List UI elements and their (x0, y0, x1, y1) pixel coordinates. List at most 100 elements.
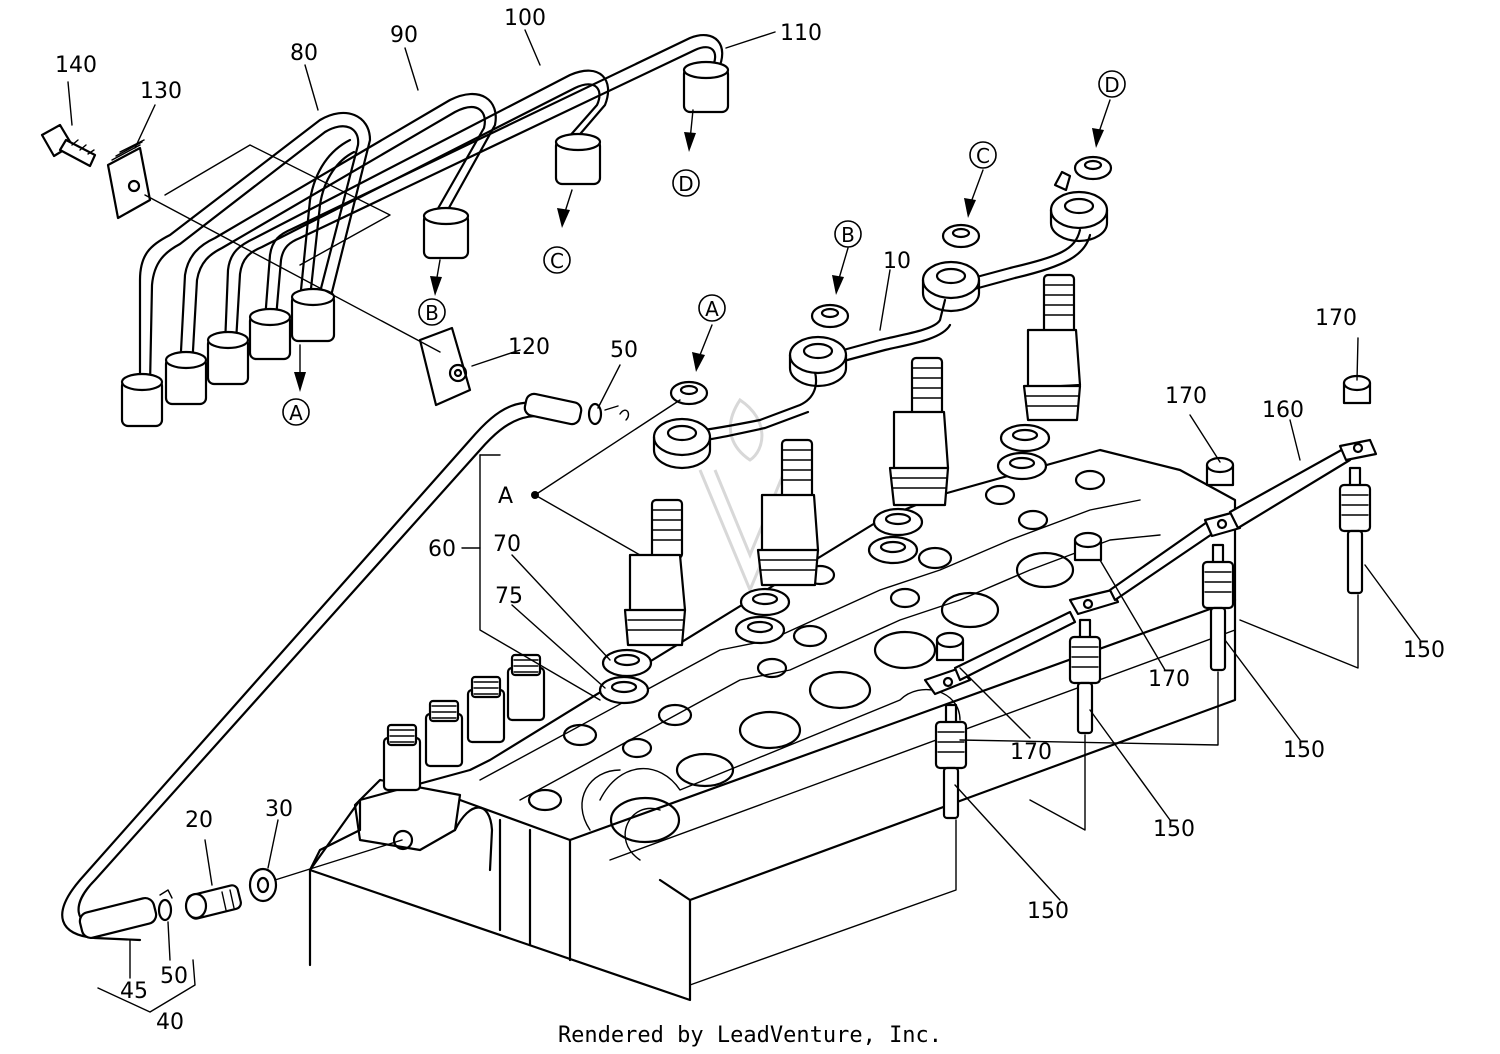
ref-marker-A2: A (698, 294, 726, 322)
seal-75-4 (996, 451, 1048, 481)
injector-1 (623, 498, 687, 647)
pipe-nut-pump-4 (248, 307, 292, 361)
injector-seals (598, 423, 1051, 705)
callout-labels: 140 130 80 90 100 110 120 50 10 170 170 … (55, 6, 1445, 1035)
seal-75-3 (867, 535, 919, 565)
callout-130: 130 (140, 79, 182, 104)
seal-75-2 (734, 615, 786, 645)
pipe-nut-top-1 (669, 380, 709, 406)
nut-170-3 (1205, 456, 1235, 487)
callout-170-lower: 170 (1010, 740, 1052, 765)
callout-150-mid-left: 150 (1153, 817, 1195, 842)
callout-140: 140 (55, 53, 97, 78)
glow-plug-3 (1201, 543, 1235, 672)
callout-30: 30 (265, 797, 293, 822)
callout-160: 160 (1262, 398, 1304, 423)
glow-plug-2 (1068, 618, 1102, 735)
pipe-ring-4 (1049, 190, 1109, 243)
washer-30 (248, 867, 278, 903)
callout-170-mid-upper: 170 (1165, 384, 1207, 409)
seal-70-1 (601, 648, 653, 678)
callout-40: 40 (156, 1010, 184, 1035)
glow-plug-nuts-170 (935, 374, 1372, 662)
ref-marker-A1: A (282, 398, 310, 426)
callout-50-lower: 50 (160, 964, 188, 989)
banjo-leader-line (274, 839, 403, 881)
pipe-nut-pump-2 (164, 350, 208, 406)
svg-text:C: C (550, 249, 564, 273)
svg-text:B: B (841, 223, 855, 247)
seal-70-2 (739, 587, 791, 617)
seal-70-3 (872, 507, 924, 537)
glow-plug-1 (934, 703, 968, 820)
injection-pump-outlets (382, 653, 546, 792)
callout-150-mid-right: 150 (1283, 738, 1325, 763)
pipe-nut-pump-1 (120, 372, 164, 428)
svg-text:A: A (289, 401, 303, 425)
glow-plug-bus-bar-160 (923, 438, 1378, 696)
callout-120: 120 (508, 335, 550, 360)
ref-marker-C2: C (969, 141, 997, 169)
callout-10: 10 (883, 249, 911, 274)
banjo-fitting-20 (184, 884, 242, 920)
callout-100: 100 (504, 6, 546, 31)
callout-75: 75 (495, 584, 523, 609)
ref-marker-D1: D (672, 169, 700, 197)
pipe-ring-2 (788, 335, 848, 388)
nut-170-2 (1073, 531, 1103, 562)
pipe-nut-100 (554, 132, 602, 186)
injector-3 (888, 356, 950, 507)
pump-outlet-3 (466, 675, 506, 744)
nut-170-1 (935, 631, 965, 662)
callout-45: 45 (120, 979, 148, 1004)
injector-2 (756, 438, 820, 587)
glow-plug-4 (1338, 466, 1372, 595)
ref-marker-D2: D (1098, 70, 1126, 98)
pump-outlet-1 (382, 723, 422, 792)
pump-outlet-2 (424, 699, 464, 768)
seal-70-4 (999, 423, 1051, 453)
callout-70: 70 (493, 532, 521, 557)
pipe-clamp-120 (418, 326, 472, 407)
pipe-ring-3 (921, 260, 981, 313)
pipe-ring-1 (652, 417, 712, 470)
callout-110: 110 (780, 21, 822, 46)
engine-cylinder-head (308, 448, 1237, 1002)
pipe-nut-top-3 (941, 223, 981, 249)
callout-A-pointer: A (498, 484, 513, 509)
svg-text:D: D (1104, 73, 1119, 97)
callout-90: 90 (390, 23, 418, 48)
pipe-nut-top-4 (1073, 155, 1113, 181)
glow-plugs-150 (934, 466, 1372, 820)
pump-outlet-4 (506, 653, 546, 722)
injection-pipe-bundle (120, 34, 730, 428)
callout-150-left: 150 (1027, 899, 1069, 924)
svg-text:D: D (678, 172, 693, 196)
injectors (623, 273, 1082, 647)
injector-4 (1022, 273, 1082, 422)
svg-text:C: C (976, 144, 990, 168)
ref-marker-C1: C (543, 246, 571, 274)
pipe-nut-top-2 (810, 303, 850, 329)
return-hose-assembly (61, 392, 630, 942)
callout-170-top: 170 (1315, 306, 1357, 331)
seal-75-1 (598, 675, 650, 705)
reference-arrows (294, 99, 1111, 392)
callout-50-upper: 50 (610, 338, 638, 363)
pipe-clamp-130 (106, 139, 152, 220)
ref-marker-B1: B (418, 298, 446, 326)
pipe-nut-110 (682, 60, 730, 114)
render-credit: Rendered by LeadVenture, Inc. (558, 1023, 942, 1048)
clamp-leader-line (144, 194, 441, 353)
leader-lines (67, 29, 1421, 1013)
pipe-nut-pump-3 (206, 330, 250, 386)
callout-20: 20 (185, 808, 213, 833)
callout-150-right: 150 (1403, 638, 1445, 663)
pipe-nut-80 (290, 287, 336, 343)
svg-text:B: B (425, 301, 439, 325)
bolt-140 (40, 123, 97, 168)
callout-80: 80 (290, 41, 318, 66)
callout-60: 60 (428, 537, 456, 562)
injection-pipe-10 (652, 155, 1113, 470)
